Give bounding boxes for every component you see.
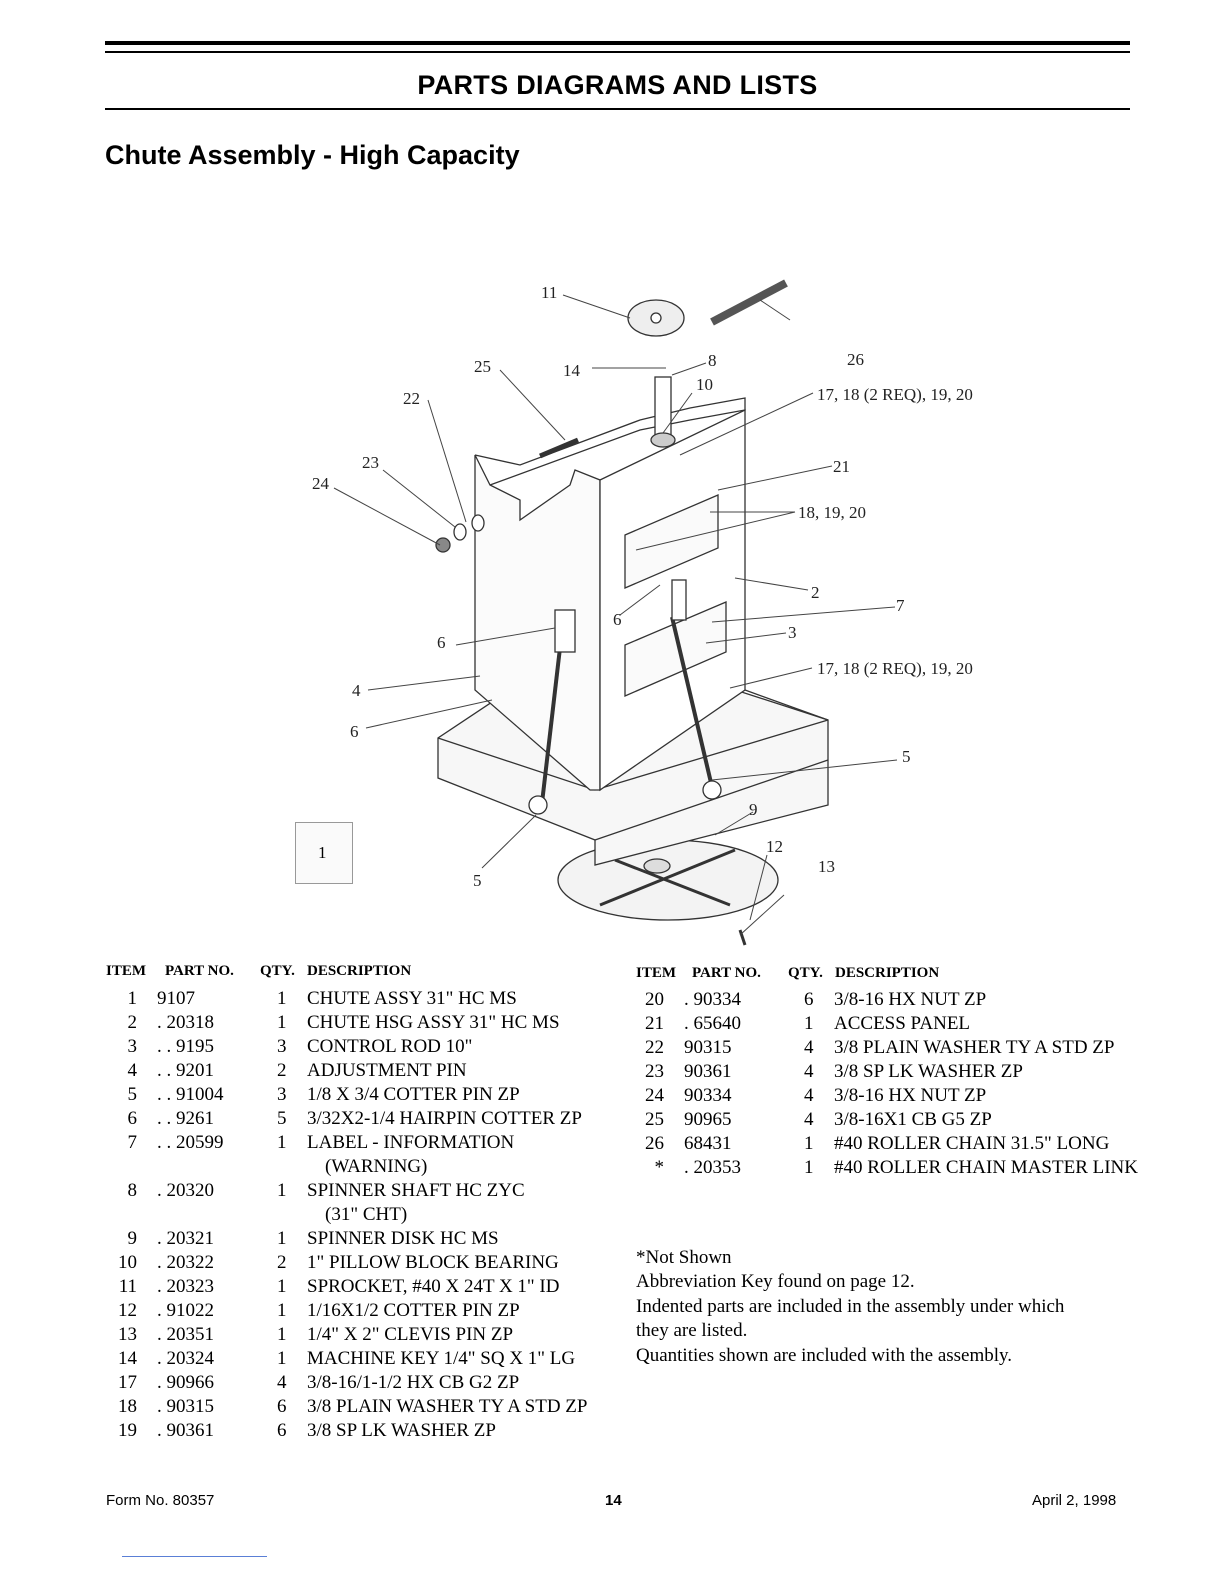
- callout-8: 8: [708, 351, 717, 370]
- callout-13: 13: [818, 857, 835, 876]
- callout-4: 4: [352, 681, 361, 700]
- decorative-line: [122, 1556, 267, 1557]
- note-not-shown: *Not Shown: [636, 1247, 732, 1268]
- header-rule-thick: [105, 41, 1130, 45]
- callout-14: 14: [563, 361, 581, 380]
- left-header-item: ITEM: [106, 963, 147, 979]
- callout-25: 25: [474, 357, 491, 376]
- figure-number: 1: [318, 843, 327, 862]
- note-indented-1: Indented parts are included in the assem…: [636, 1296, 1065, 1317]
- callout-17-18-19-20-top: 17, 18 (2 REQ), 19, 20: [817, 385, 973, 404]
- callout-18-19-20: 18, 19, 20: [798, 503, 866, 522]
- callout-12: 12: [766, 837, 783, 856]
- callout-21: 21: [833, 457, 850, 476]
- callout-6-lower: 6: [350, 722, 359, 741]
- page-header-title: PARTS DIAGRAMS AND LISTS: [417, 70, 818, 100]
- footer-page-number: 14: [605, 1492, 622, 1509]
- note-abbreviation: Abbreviation Key found on page 12.: [636, 1271, 915, 1292]
- right-header-desc: DESCRIPTION: [835, 965, 940, 981]
- figure-number-box: 1: [295, 822, 353, 884]
- callout-22: 22: [403, 389, 420, 408]
- callout-5-bottom: 5: [473, 871, 482, 890]
- left-header-part: PART NO.: [165, 963, 234, 979]
- left-header-qty: QTY.: [260, 963, 295, 979]
- right-header-item: ITEM: [636, 965, 677, 981]
- callout-26: 26: [847, 350, 864, 369]
- header-rule-thin: [105, 51, 1130, 53]
- right-header-part: PART NO.: [692, 965, 761, 981]
- note-quantities: Quantities shown are included with the a…: [636, 1345, 1013, 1366]
- callout-2: 2: [811, 583, 820, 602]
- callout-3: 3: [788, 623, 797, 642]
- callout-24: 24: [312, 474, 330, 493]
- note-indented-2: they are listed.: [636, 1320, 748, 1341]
- callout-11: 11: [541, 283, 557, 302]
- left-header-desc: DESCRIPTION: [307, 963, 412, 979]
- callout-23: 23: [362, 453, 379, 472]
- header-rule-under: [105, 108, 1130, 110]
- right-header-qty: QTY.: [788, 965, 823, 981]
- callout-17-18-19-20-bottom: 17, 18 (2 REQ), 19, 20: [817, 659, 973, 678]
- spinner-disk-shape: [557, 839, 779, 921]
- callout-10: 10: [696, 375, 713, 394]
- callout-5-right: 5: [902, 747, 911, 766]
- footer-date: April 2, 1998: [1032, 1492, 1117, 1509]
- callout-9: 9: [749, 800, 758, 819]
- callout-6-right: 6: [613, 610, 622, 629]
- section-title: Chute Assembly - High Capacity: [105, 140, 520, 170]
- footer-form-number: Form No. 80357: [106, 1492, 215, 1509]
- callout-6-left: 6: [437, 633, 446, 652]
- callout-7: 7: [896, 596, 905, 615]
